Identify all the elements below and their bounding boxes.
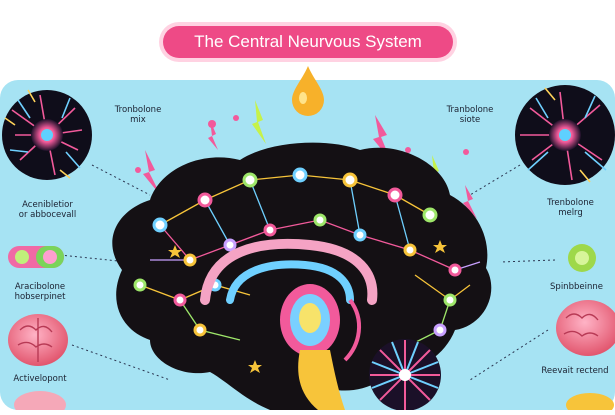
label-line: Reevait rectend (541, 366, 609, 376)
brain-icon (8, 314, 68, 366)
neuron-cluster-icon (515, 85, 615, 185)
decor-stars (168, 240, 447, 373)
label-line: Acenibletior (22, 200, 73, 210)
label-bottom-right: Reevait rectend (535, 366, 615, 376)
neuron-nodes (133, 167, 462, 337)
label-bottom-left: Activelopont (0, 374, 80, 384)
pill-capsule-icon (568, 244, 596, 272)
label-line: Tronbolone (114, 105, 162, 115)
label-line: Tranbolone (446, 105, 494, 115)
label-line: hobserpinet (14, 292, 66, 302)
pill-capsule-icon (8, 246, 64, 268)
neuron-cluster-icon (2, 89, 92, 180)
brain-icon (14, 391, 66, 415)
lightning-icon (143, 115, 477, 219)
label-line: Trenbolone (547, 198, 594, 208)
drop-highlight (299, 92, 307, 104)
limbic-structure (200, 238, 378, 305)
decor-dots (135, 115, 469, 173)
brainstem (280, 284, 362, 410)
lightning-icon (252, 100, 442, 191)
label-left-pill: Aracibolone hobserpinet (0, 282, 80, 302)
label-line: Activelopont (13, 374, 67, 384)
drop-icon (292, 66, 324, 116)
label-line: or abbocevall (18, 210, 77, 220)
label-mid-right: Trenbolone melrg (528, 198, 613, 218)
label-line: siote (459, 115, 481, 125)
label-top-left: Tronbolone mix (98, 105, 178, 125)
label-line: melrg (558, 208, 583, 218)
label-right-pill: Spinbbeinne (538, 282, 615, 292)
brain-icon (556, 300, 615, 356)
label-line: mix (130, 115, 146, 125)
label-mid-left: Acenibletior or abbocevall (0, 200, 95, 220)
label-line: Aracibolone (14, 282, 66, 292)
label-line: Spinbbeinne (550, 282, 603, 292)
label-top-right: Tranbolone siote (430, 105, 510, 125)
page-title: The Central Neurvous System (163, 26, 453, 58)
starburst-icon (369, 339, 441, 411)
